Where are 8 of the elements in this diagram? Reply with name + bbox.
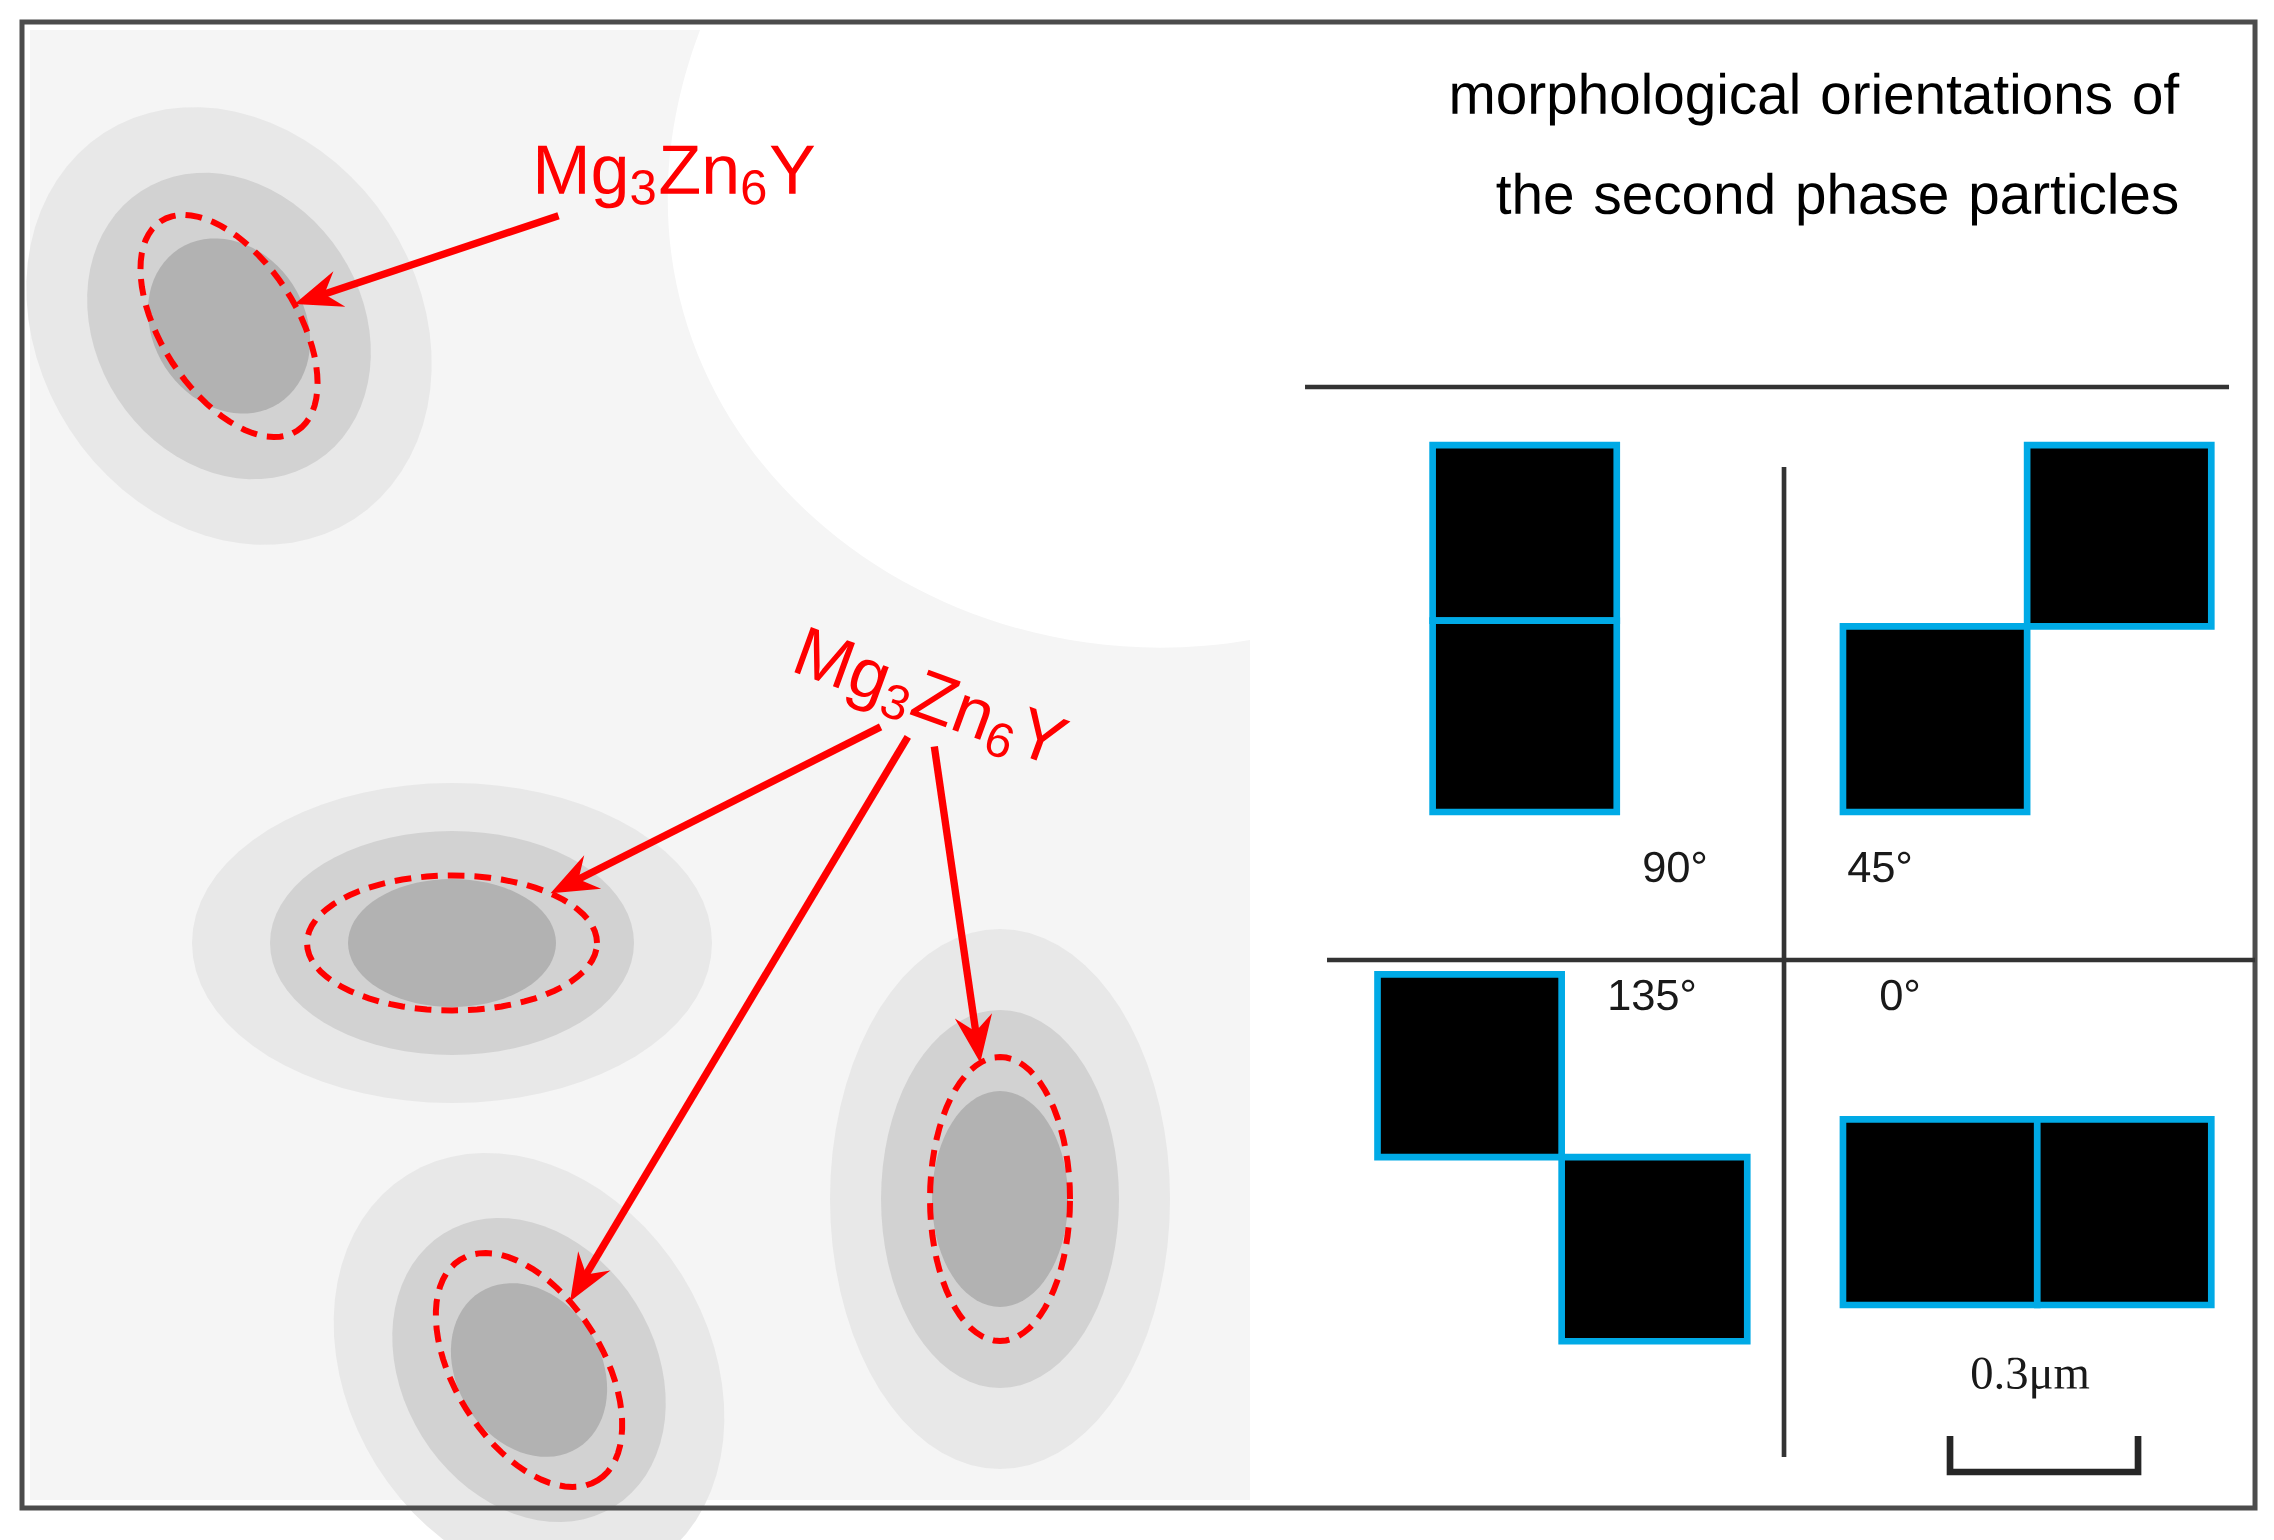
angle-label: 45° <box>1848 851 1911 883</box>
particle-label: Mg$_{3}$Zn$_{6}$Y <box>538 145 815 209</box>
angle-label: 0° <box>1881 979 1919 1011</box>
angle-label: 135° <box>1610 979 1695 1011</box>
particle-label: Mg$_{3}$Zn$_{6}$Y <box>794 627 1071 761</box>
angle-label: 90° <box>1644 851 1706 883</box>
title: morphological orientations of the second phase particles <box>1452 72 2180 226</box>
scale-label: 0.3μm <box>1972 1357 2090 1399</box>
